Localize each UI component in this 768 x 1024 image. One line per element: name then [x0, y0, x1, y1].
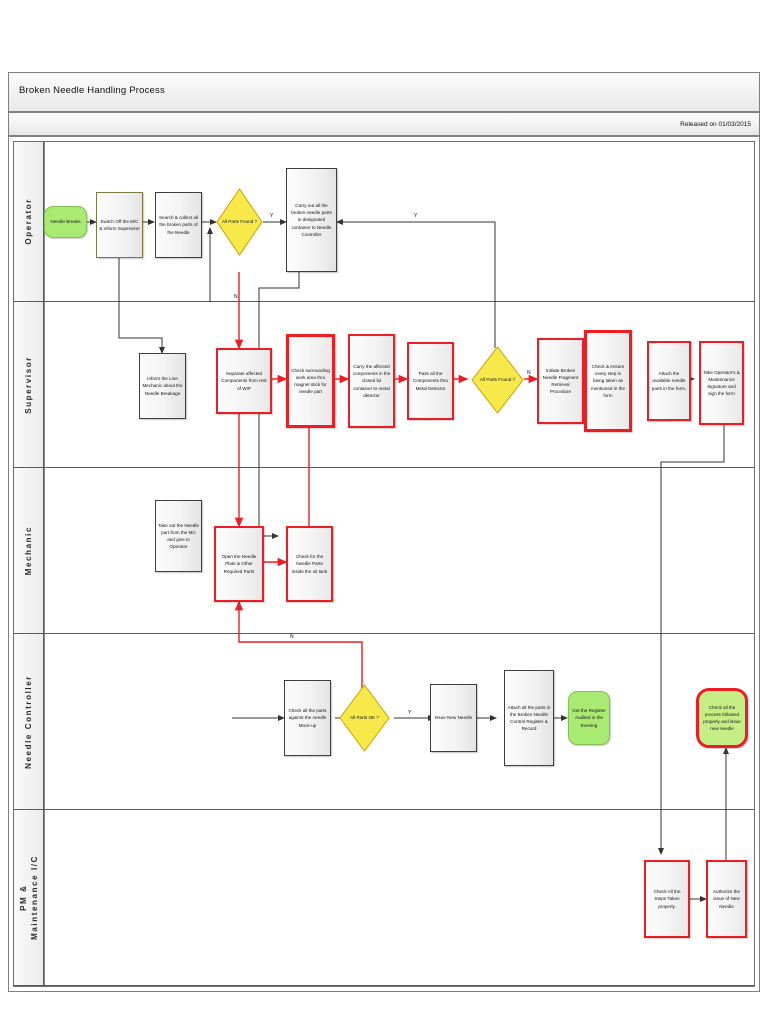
lane-body-mechanic	[44, 468, 754, 633]
node-carry-affected-to-detector[interactable]: Carry the affected components in the clo…	[348, 334, 395, 428]
node-get-register-audited[interactable]: Get the Register Audited in the Evening	[568, 691, 610, 745]
node-check-surrounding-area[interactable]: Check surrounding work area thru magnet …	[286, 334, 335, 428]
edge-label-no-2: N	[527, 370, 531, 376]
swimlane-grid: Operator Supervisor Mechanic	[13, 141, 755, 987]
lane-mechanic: Mechanic	[14, 468, 754, 634]
node-authorize-issue-new-needle[interactable]: Authorize the issue of New Needle	[706, 860, 747, 938]
edge-label-no-3: N	[290, 634, 294, 640]
diamond-shape	[339, 684, 390, 752]
lane-label-mechanic: Mechanic	[24, 525, 33, 576]
node-switch-off-machine[interactable]: Switch Off the M/C & Inform Supervisor	[96, 192, 143, 258]
node-all-parts-found-2[interactable]: All Parts Found ?	[471, 346, 524, 414]
lane-header-mechanic: Mechanic	[14, 468, 44, 633]
node-search-collect-parts[interactable]: Search & collect all the broken parts of…	[155, 192, 202, 258]
lane-label-needle-controller: Needle Controller	[24, 674, 33, 769]
lane-pm-maintenance: PM & Maintenance I/C	[14, 810, 754, 986]
node-issue-new-needle[interactable]: Issue New Needle	[430, 684, 477, 752]
lane-body-pm-maintenance	[44, 810, 754, 985]
lane-body-supervisor	[44, 302, 754, 467]
title-bar: Broken Needle Handling Process	[9, 73, 759, 113]
document-frame: Broken Needle Handling Process Released …	[8, 72, 760, 992]
node-attach-available-parts[interactable]: Attach the available needle parts in the…	[647, 341, 691, 421]
lane-label-supervisor: Supervisor	[24, 355, 33, 414]
page-title: Broken Needle Handling Process	[19, 85, 165, 96]
edge-label-yes-3: Y	[408, 710, 412, 716]
lane-header-needle-controller: Needle Controller	[14, 634, 44, 809]
node-check-process-issue-needle[interactable]: Check all the process followed properly …	[696, 688, 748, 748]
node-all-parts-found-1[interactable]: All Parts Found ?	[216, 188, 263, 256]
release-bar: Released on 01/03/2015	[9, 115, 759, 137]
release-date: Released on 01/03/2015	[680, 121, 751, 128]
node-check-all-steps-taken[interactable]: Check All the Steps Taken properly.	[644, 860, 690, 938]
lane-label-pm-maintenance: PM & Maintenance I/C	[18, 855, 39, 940]
node-label: All Parts Found ?	[479, 377, 516, 383]
node-check-oil-tank[interactable]: Check for the Needle Parts inside the oi…	[286, 526, 333, 602]
node-label: All Parts OK ?	[350, 715, 379, 721]
edge-label-yes-1: Y	[270, 213, 274, 219]
lane-needle-controller: Needle Controller	[14, 634, 754, 810]
lane-header-operator: Operator	[14, 142, 44, 301]
lane-supervisor: Supervisor	[14, 302, 754, 468]
node-inform-line-mechanic[interactable]: Inform the Line Mechanic about the Needl…	[139, 353, 186, 419]
node-attach-parts-register[interactable]: Attach all the parts in the Broken Needl…	[504, 670, 554, 766]
node-check-parts-against-mockup[interactable]: Check all the parts against the needle M…	[284, 680, 331, 756]
diamond-shape	[216, 188, 263, 256]
edge-label-yes-2: Y	[414, 213, 418, 219]
lane-body-operator	[44, 142, 754, 301]
lane-label-operator: Operator	[24, 198, 33, 245]
lane-body-needle-controller	[44, 634, 754, 809]
node-needle-breaks[interactable]: Needle Breaks	[44, 206, 87, 238]
node-open-needle-plate[interactable]: Open the Needle Plate & Other Required P…	[214, 526, 264, 602]
edge-label-no-1: N	[234, 294, 238, 300]
lane-header-supervisor: Supervisor	[14, 302, 44, 467]
node-take-operator-signature[interactable]: Take Operator's & Maintenance Signature …	[699, 341, 744, 425]
node-carry-out-broken-parts[interactable]: Carry out all the broken needle parts in…	[286, 168, 337, 272]
lane-header-pm-maintenance: PM & Maintenance I/C	[14, 810, 44, 985]
node-check-ensure-steps[interactable]: Check & ensure every step is being taken…	[584, 330, 632, 432]
node-pass-components-metal-detector[interactable]: Pass all the Components thru Metal Detec…	[407, 342, 454, 420]
node-take-out-needle-part[interactable]: Take out the Needle part from the M/c an…	[155, 500, 202, 572]
node-initiate-retrieval-procedure[interactable]: Initiate Broken Needle Fragment Retrieva…	[537, 338, 584, 424]
node-all-parts-ok[interactable]: All Parts OK ?	[339, 684, 390, 752]
diamond-shape	[471, 346, 524, 414]
node-label: All Parts Found ?	[221, 219, 258, 225]
node-separate-affected-components[interactable]: Separate affected Components from rest o…	[216, 348, 272, 414]
